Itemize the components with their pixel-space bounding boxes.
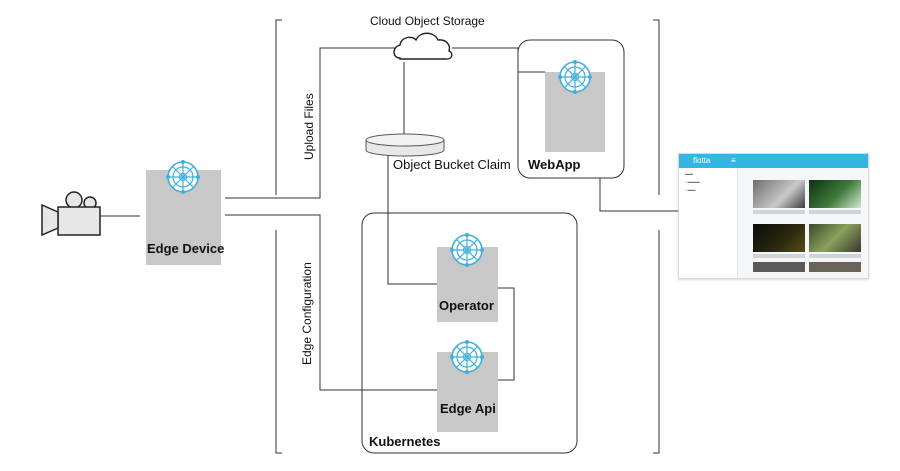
kubernetes-label: Kubernetes bbox=[369, 434, 441, 449]
object-bucket-claim-label: Object Bucket Claim bbox=[393, 157, 511, 172]
webapp-ui-sidebar: ▬▬ • ▬▬▬ • ▬▬ bbox=[679, 168, 738, 278]
image-thumbnail bbox=[753, 224, 805, 252]
webapp-to-ui-line bbox=[599, 178, 678, 212]
bracket-left bbox=[275, 19, 282, 454]
webapp-ui-brand: flotta bbox=[693, 156, 711, 165]
bracket-right bbox=[653, 19, 660, 454]
disk-icon bbox=[365, 133, 445, 157]
webapp-container bbox=[517, 39, 625, 179]
storage-to-webapp-line bbox=[452, 47, 545, 73]
claim-to-operator-line bbox=[387, 155, 437, 285]
camera-icon bbox=[41, 191, 101, 237]
edge-configuration-label: Edge Configuration bbox=[300, 262, 314, 365]
upload-files-label: Upload Files bbox=[302, 93, 316, 160]
edge-device-label: Edge Device bbox=[147, 241, 225, 256]
edge-api-label: Edge Api bbox=[440, 401, 496, 416]
image-thumbnail bbox=[809, 262, 861, 272]
connection-lines bbox=[100, 47, 678, 391]
operator-to-api-line bbox=[498, 287, 515, 381]
thumbnail-caption bbox=[753, 210, 805, 214]
image-thumbnail bbox=[809, 224, 861, 252]
operator-label: Operator bbox=[439, 298, 494, 313]
cloud-icon bbox=[393, 32, 453, 60]
webapp-ui-header: flotta ≡ bbox=[679, 154, 868, 168]
thumbnail-caption bbox=[753, 254, 805, 258]
webapp-ui-screenshot: flotta ≡ ▬▬ • ▬▬▬ • ▬▬ bbox=[678, 153, 869, 279]
thumbnail-caption bbox=[809, 254, 861, 258]
webapp-label: WebApp bbox=[528, 157, 581, 172]
cloud-storage-label: Cloud Object Storage bbox=[370, 14, 485, 28]
image-thumbnail bbox=[809, 180, 861, 208]
upload-files-line bbox=[225, 47, 398, 199]
image-thumbnail bbox=[753, 262, 805, 272]
thumbnail-caption bbox=[809, 210, 861, 214]
edge-configuration-line bbox=[225, 214, 437, 391]
hamburger-icon: ≡ bbox=[731, 156, 736, 165]
image-thumbnail bbox=[753, 180, 805, 208]
kubernetes-container bbox=[361, 212, 578, 454]
